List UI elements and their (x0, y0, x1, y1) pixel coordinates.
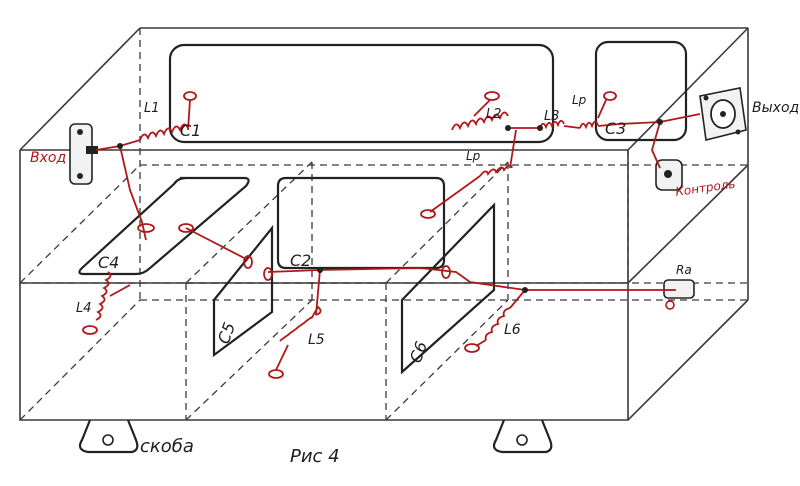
wiring (82, 91, 701, 379)
plate-c1 (168, 43, 555, 144)
label-c2: C2 (290, 251, 311, 270)
plate-c5 (212, 224, 274, 358)
output-label: Выход (752, 100, 799, 116)
label-c4: C4 (98, 253, 119, 272)
label-c5: C5 (214, 320, 239, 347)
plate-c2 (276, 176, 446, 270)
caption: Рис 4 (290, 446, 340, 467)
label-l1: L1 (144, 101, 160, 116)
plate-c6 (400, 202, 496, 375)
input-label: Вход (30, 150, 66, 166)
control-connector (655, 159, 683, 191)
label-l3: L3 (544, 109, 560, 124)
plate-c3 (594, 40, 688, 142)
mounting-brackets (78, 419, 553, 454)
label-l5: L5 (308, 332, 325, 348)
label-c3: C3 (605, 119, 626, 138)
label-c1: C1 (180, 121, 201, 140)
label-l4: L4 (76, 301, 92, 316)
label-c6: C6 (406, 339, 431, 366)
capacitor-plates (78, 40, 688, 375)
resistor-ra (663, 279, 695, 310)
control-label: Контроль (674, 177, 736, 199)
hidden-edges (19, 28, 748, 421)
label-lp2: Lp (572, 93, 587, 107)
label-l6: L6 (504, 322, 521, 338)
output-connector (699, 87, 747, 141)
label-lp1: Lp (466, 149, 481, 163)
label-ra: Ra (676, 263, 692, 277)
label-l2: L2 (486, 107, 502, 122)
input-connector (69, 123, 98, 185)
bracket-label: скоба (140, 436, 194, 457)
